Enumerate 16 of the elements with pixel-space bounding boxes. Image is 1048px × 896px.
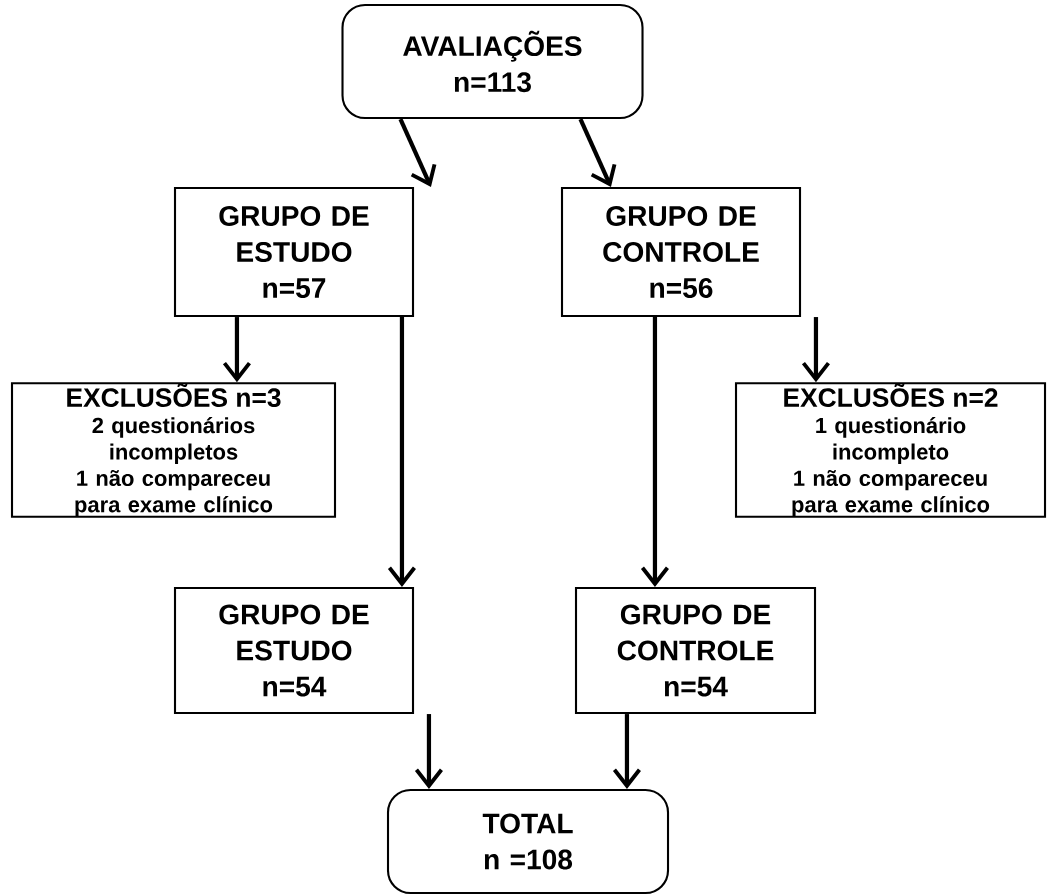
arrow: [398, 118, 437, 187]
process-box: GRUPO DE ESTUDO n=57: [173, 186, 415, 318]
rounded-box: AVALIAÇÕES n=113: [341, 3, 644, 120]
arrow: [578, 118, 617, 187]
exclusion-box: EXCLUSÕES n=2 1 questionário incompleto 1 não compareceu para exame clínico: [734, 382, 1047, 518]
process-box: GRUPO DE CONTROLE n=54: [574, 586, 817, 715]
arrow: [222, 317, 251, 383]
process-box: GRUPO DE CONTROLE n=56: [560, 186, 802, 318]
arrow: [612, 714, 641, 789]
rounded-box: TOTAL n =108: [386, 788, 670, 895]
exclusion-box: EXCLUSÕES n=3 2 questionários incompletos 1 não compareceu para exame clínico: [10, 382, 337, 518]
arrow: [640, 317, 669, 587]
process-box: GRUPO DE ESTUDO n=54: [173, 586, 415, 715]
arrow: [801, 317, 830, 383]
arrow: [414, 714, 443, 789]
arrow: [387, 317, 416, 587]
